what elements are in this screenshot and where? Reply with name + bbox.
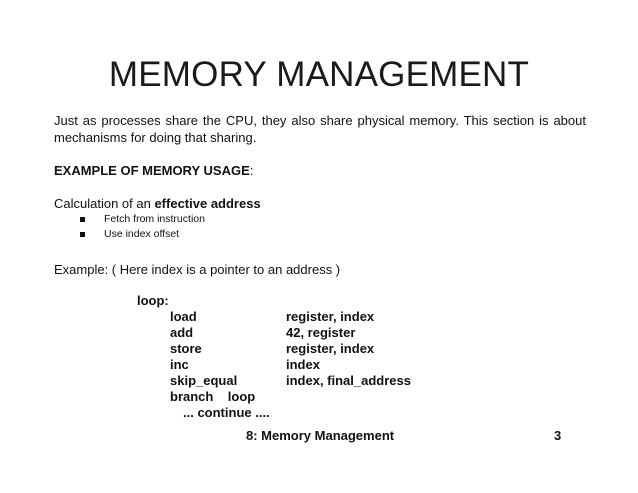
footer-title: 8: Memory Management <box>246 428 395 443</box>
intro-paragraph: Just as processes share the CPU, they al… <box>54 113 586 145</box>
section-heading: EXAMPLE OF MEMORY USAGE: <box>54 163 253 178</box>
code-op: load <box>170 309 197 324</box>
slide-title: MEMORY MANAGEMENT <box>108 55 530 94</box>
code-label: loop: <box>137 293 169 308</box>
code-args: register, index <box>286 341 375 356</box>
code-op: branch loop <box>170 389 256 404</box>
code-args: index <box>286 357 320 372</box>
code-op: store <box>170 341 202 356</box>
page-number: 3 <box>554 428 562 443</box>
code-op: inc <box>170 357 189 372</box>
bullet-item: Use index offset <box>80 227 205 242</box>
calculation-line: Calculation of an effective address <box>54 196 261 211</box>
section-heading-text: EXAMPLE OF MEMORY USAGE <box>54 163 250 178</box>
code-continue: ... continue .... <box>183 405 270 420</box>
code-op: add <box>170 325 194 340</box>
section-heading-colon: : <box>249 163 254 178</box>
bullet-text: Fetch from instruction <box>104 213 205 225</box>
code-args: register, index <box>286 309 375 324</box>
bullet-text: Use index offset <box>104 228 180 240</box>
calculation-term: effective address <box>154 196 261 211</box>
code-op: skip_equal <box>170 373 238 388</box>
bullet-item: Fetch from instruction <box>80 212 205 227</box>
code-args: index, final_address <box>286 373 411 388</box>
bullet-list: Fetch from instruction Use index offset <box>80 212 205 242</box>
calculation-prefix: Calculation of an <box>54 196 155 211</box>
example-text: Example: ( Here index is a pointer to an… <box>54 262 341 277</box>
code-args: 42, register <box>286 325 356 340</box>
square-bullet-icon <box>80 217 85 222</box>
square-bullet-icon <box>80 232 85 237</box>
